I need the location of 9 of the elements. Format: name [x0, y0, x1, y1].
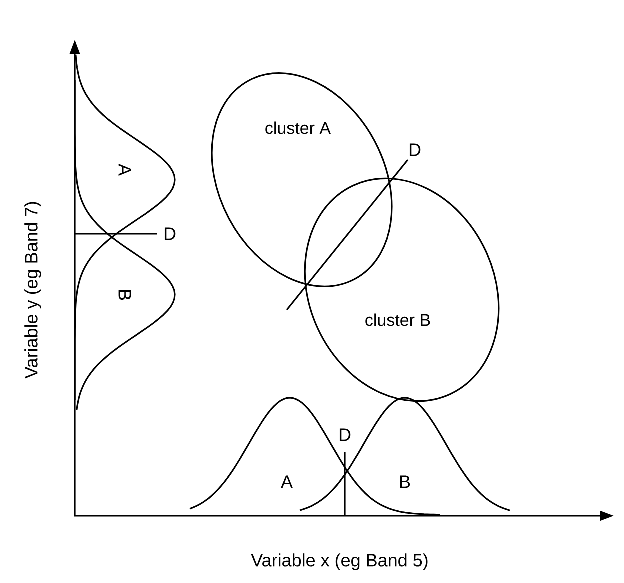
- decision-label: D: [410, 144, 421, 156]
- class-label: A: [118, 164, 132, 176]
- axis-label: Variable y (eg Band 7): [24, 202, 42, 379]
- class-label: B: [400, 476, 410, 488]
- decision-label: D: [340, 428, 351, 442]
- class-label: A: [281, 476, 293, 488]
- axis-label: Variable x (eg Band 5): [251, 554, 428, 570]
- decision-label: D: [164, 228, 176, 240]
- class-label: B: [118, 290, 132, 300]
